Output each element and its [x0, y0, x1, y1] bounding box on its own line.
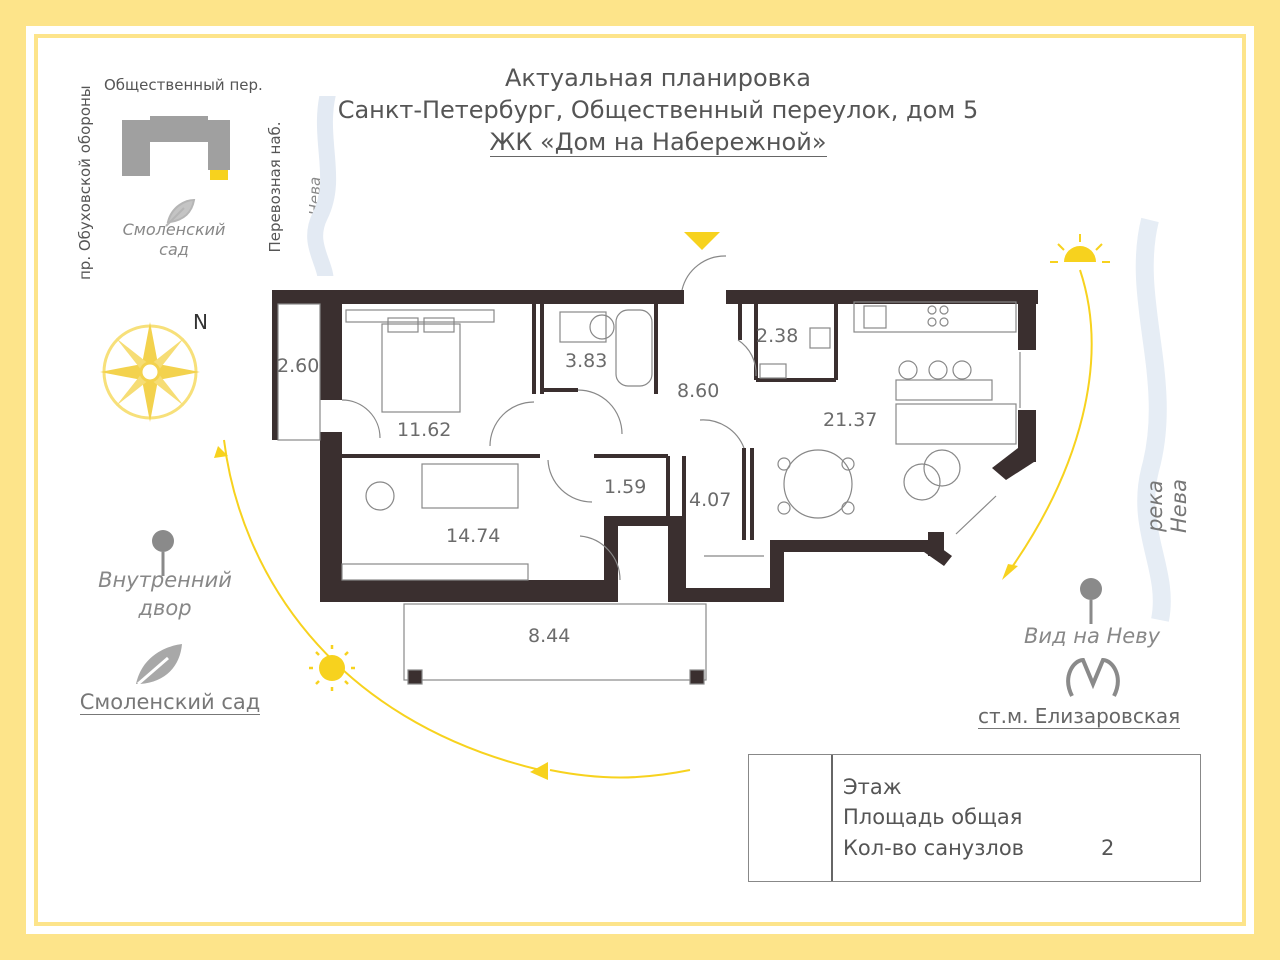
room-area-corridor: 4.07 [689, 489, 732, 511]
location-map [122, 96, 337, 276]
apartment-marker-icon [210, 170, 228, 180]
metro-text: ст.м. Елизаровская [978, 704, 1181, 729]
park-small-label: Смоленский сад [122, 220, 226, 259]
header-title: Актуальная планировка [504, 64, 812, 92]
room-area-bedroom: 11.62 [397, 419, 452, 441]
room-area-closet: 1.59 [604, 476, 647, 498]
furniture-and-windows [277, 255, 1021, 685]
info-bathrooms-value: 2 [1101, 836, 1115, 860]
courtyard-label: Внутренний двор [80, 566, 250, 622]
header: Актуальная планировка Санкт-Петербург, О… [300, 62, 1016, 158]
header-complex-name: ЖК «Дом на Набережной» [489, 128, 827, 157]
sun-path-arrow-left-icon [214, 446, 228, 458]
room-area-hall: 8.60 [677, 380, 720, 402]
metro-logo-icon [1066, 657, 1120, 697]
courtyard-pin-icon [152, 530, 174, 576]
info-bathrooms-label: Кол-во санузлов [843, 836, 1025, 860]
room-area-kids-room: 14.74 [446, 525, 501, 547]
info-area-label: Площадь общая [843, 805, 1023, 829]
inner-frame [34, 34, 1246, 926]
view-pin-icon [1080, 578, 1102, 624]
room-area-kitchen-living: 21.37 [823, 409, 878, 431]
leaf-small-icon [165, 198, 196, 227]
view-label: Вид на Неву [1023, 624, 1161, 648]
park-leaf-icon [136, 644, 182, 686]
entrance-arrow-icon [684, 232, 720, 250]
compass-rose-icon [100, 322, 200, 422]
compass-north-label: N [193, 310, 208, 334]
park-label: Смоленский сад [70, 688, 270, 716]
sun-east-icon [1050, 234, 1110, 263]
building-shape-icon [122, 116, 230, 176]
header-address: Санкт-Петербург, Общественный переулок, … [337, 96, 979, 124]
info-floor-label: Этаж [843, 775, 902, 799]
apartment-info-box: Этаж Площадь общая Кол-во санузлов 2 [748, 754, 1201, 882]
interior-walls [342, 302, 838, 588]
room-area-wc: 2.38 [756, 325, 799, 347]
sun-west-icon [309, 645, 355, 691]
room-area-balcony-bottom: 8.44 [528, 625, 571, 647]
sun-path-arrow-right-icon [1002, 564, 1018, 580]
sun-path-arrow-bottom-icon [530, 762, 548, 780]
exterior-walls [272, 290, 1038, 602]
room-area-bathroom: 3.83 [565, 350, 608, 372]
info-divider [831, 755, 833, 881]
park-text: Смоленский сад [79, 690, 261, 715]
street-top-label: Общественный пер. [104, 76, 263, 94]
room-area-balcony-left: 2.60 [277, 355, 320, 377]
metro-label: ст.м. Елизаровская [978, 704, 1181, 729]
courtyard-text: Внутренний двор [98, 568, 232, 620]
